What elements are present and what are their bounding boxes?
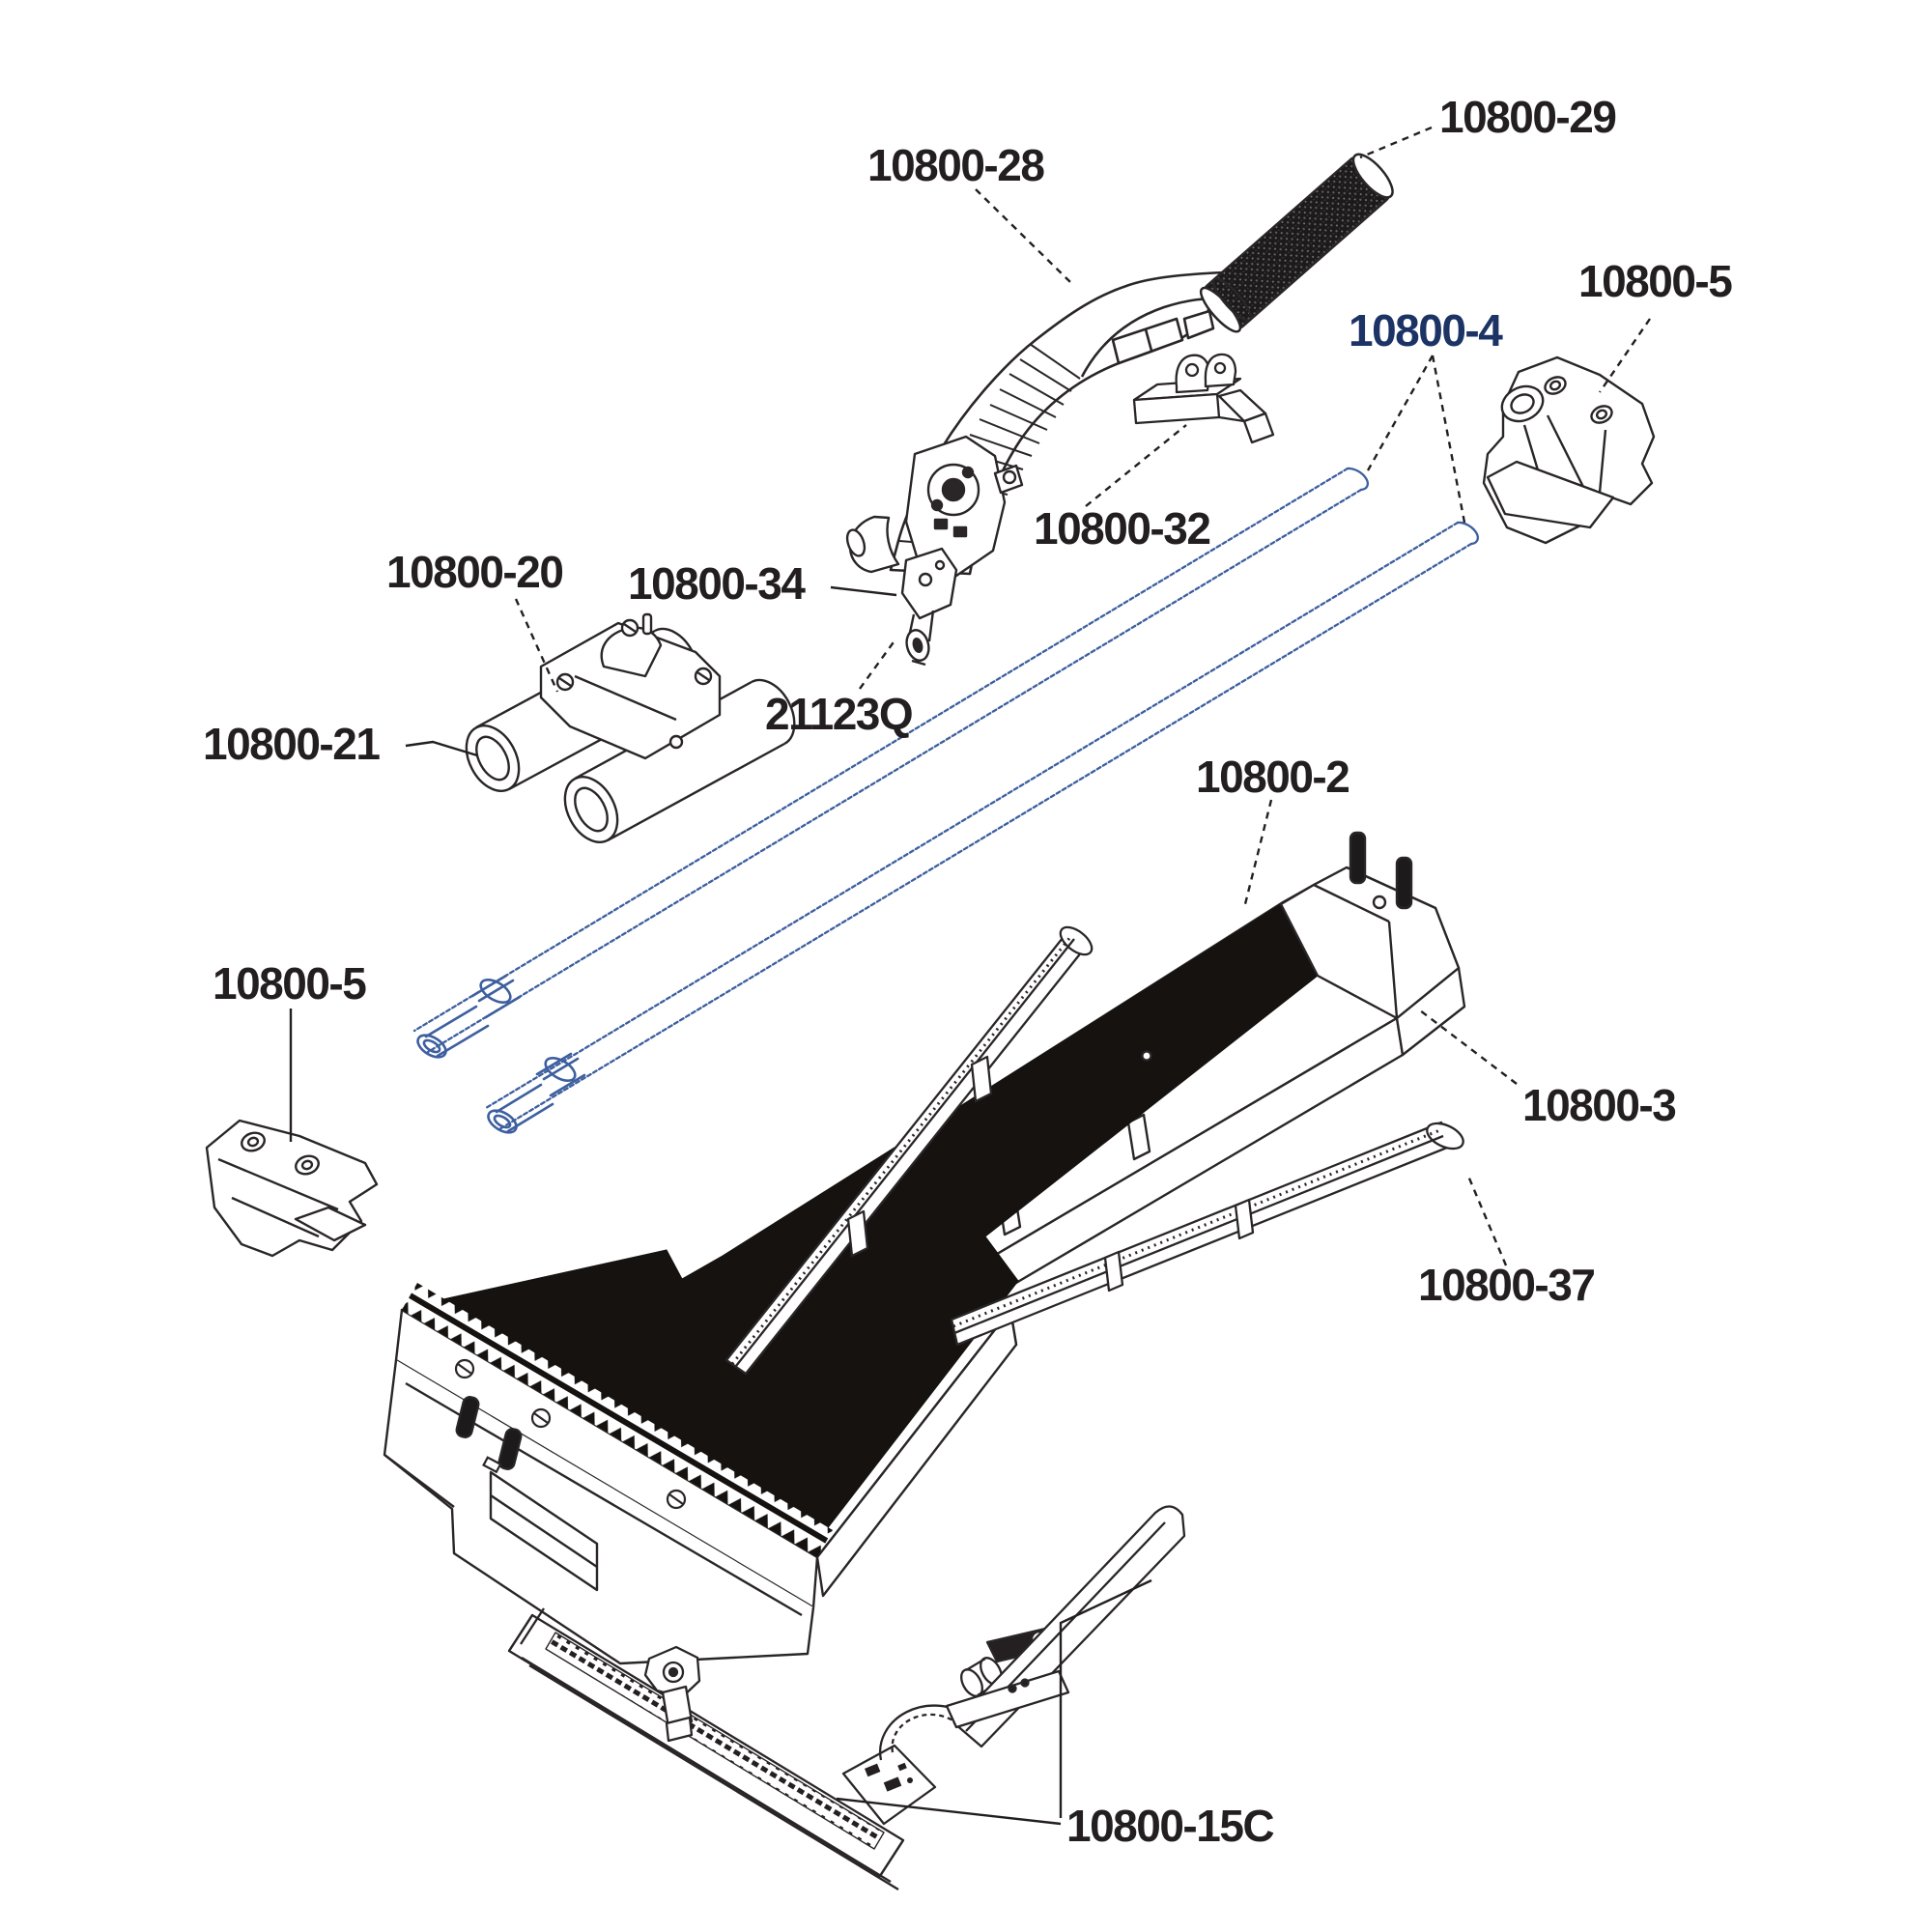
base-fasteners — [454, 1050, 1152, 1510]
scoring-head-10800-34 — [900, 547, 958, 642]
carriage-pivot-assembly — [845, 435, 1024, 578]
ruler-serration-band — [402, 1283, 833, 1557]
part-label-10800-34: 10800-34 — [628, 558, 806, 609]
scoring-wheel-21123q — [905, 629, 930, 667]
part-label-10800-15c: 10800-15C — [1066, 1801, 1273, 1851]
part-label-10800-28: 10800-28 — [867, 140, 1044, 190]
part-label-10800-32: 10800-32 — [1034, 503, 1209, 554]
end-bracket-top-right-10800-5 — [1482, 355, 1656, 545]
guide-rails-10800-4 — [412, 467, 1479, 1134]
extension-arm-right-10800-37 — [950, 1121, 1464, 1347]
part-label-10800-37: 10800-37 — [1418, 1260, 1594, 1310]
leader-10800-4 — [1366, 355, 1467, 528]
extension-arm-upper — [724, 925, 1094, 1376]
end-bracket-left-10800-5 — [205, 1119, 379, 1258]
base-end-plate — [1279, 831, 1461, 1020]
part-label-10800-5-top: 10800-5 — [1578, 256, 1732, 306]
leader-lines — [289, 126, 1651, 1826]
part-label-21123q: 21123Q — [765, 689, 912, 739]
part-label-10800-3: 10800-3 — [1522, 1080, 1675, 1130]
carriage-bushing-10800-20-21 — [465, 612, 796, 843]
part-label-10800-29: 10800-29 — [1439, 92, 1615, 142]
part-label-10800-21: 10800-21 — [203, 719, 380, 769]
bracket-10800-32 — [1132, 353, 1275, 444]
part-label-10800-20: 10800-20 — [386, 547, 562, 597]
cutting-guide-10800-15c — [507, 1505, 1186, 1890]
part-label-10800-5-left: 10800-5 — [213, 958, 366, 1009]
handle-grip-10800-29 — [1199, 153, 1394, 333]
part-label-10800-2: 10800-2 — [1196, 752, 1349, 802]
part-label-10800-4-link[interactable]: 10800-4 — [1349, 305, 1505, 355]
